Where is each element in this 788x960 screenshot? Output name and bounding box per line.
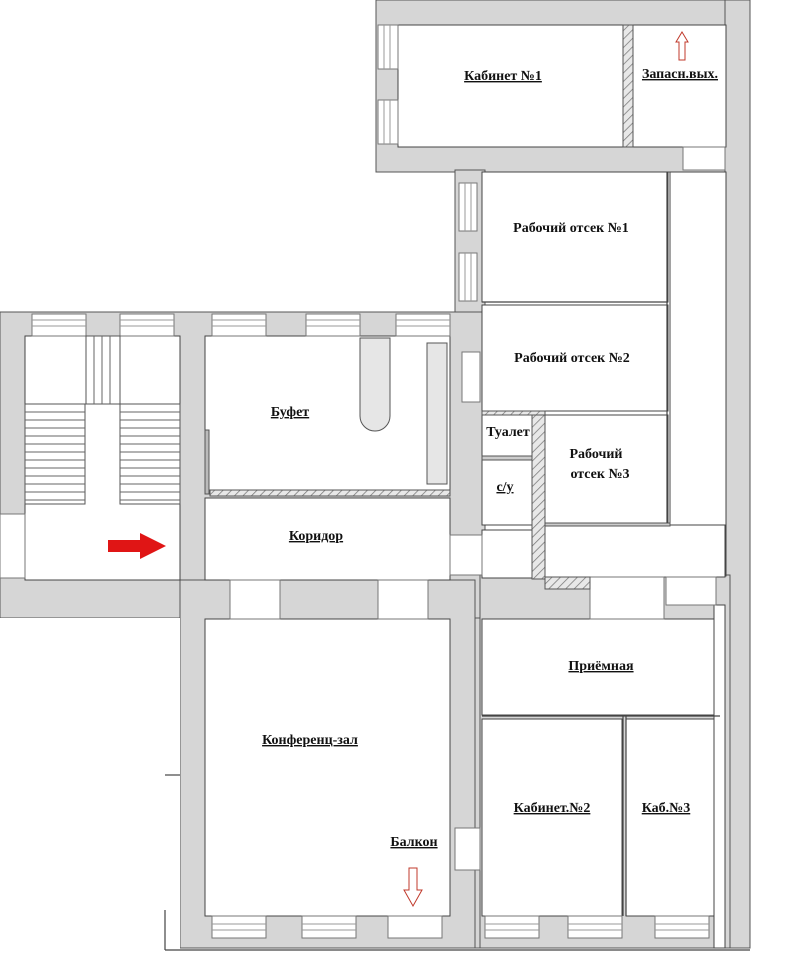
label-work-area-3-line1: Рабочий <box>569 447 622 462</box>
counter-long <box>426 342 448 485</box>
label-toilet: Туалет <box>486 425 530 440</box>
window <box>654 915 710 939</box>
room-wc <box>481 459 533 526</box>
room-right-corridor <box>669 171 727 577</box>
windows <box>0 24 726 939</box>
label-wc: с/у <box>496 480 513 495</box>
buffet-partition <box>209 489 451 497</box>
label-corridor: Коридор <box>289 529 343 544</box>
exit-up-arrow-icon <box>675 31 689 61</box>
doorway <box>665 576 717 606</box>
room-cabinet1 <box>397 24 624 148</box>
room-work-area-2 <box>481 304 669 412</box>
room-cabinet2 <box>481 718 623 917</box>
room-work-area-1 <box>481 171 669 303</box>
window <box>305 313 361 337</box>
window <box>567 915 623 939</box>
window-glazing <box>32 25 709 931</box>
label-buffet: Буфет <box>271 405 309 420</box>
room-work-area-3 <box>544 414 669 524</box>
window <box>387 915 443 939</box>
cabinet1-hatched-wall <box>622 24 634 148</box>
doorway <box>229 579 281 620</box>
window <box>211 313 267 337</box>
partitions <box>481 24 671 590</box>
counter-rounded <box>359 337 391 432</box>
doorway <box>377 579 429 620</box>
window <box>211 915 267 939</box>
wc-hatched-wall <box>531 410 546 580</box>
window <box>395 313 451 337</box>
room-conference-hall <box>204 618 451 917</box>
wc-hatched-top <box>481 410 546 416</box>
room-toilet <box>481 413 533 457</box>
room-reception <box>481 618 721 716</box>
label-reception: Приёмная <box>568 659 634 674</box>
stair-flight-right <box>119 403 181 505</box>
doorway <box>589 576 665 620</box>
label-cabinet2: Кабинет.№2 <box>514 801 591 816</box>
window <box>301 915 357 939</box>
exterior-left-lower <box>0 618 180 960</box>
window <box>454 827 481 871</box>
window <box>461 351 481 403</box>
buffet-left-jamb <box>204 429 210 495</box>
red-direction-arrow <box>108 533 166 559</box>
window <box>458 182 478 232</box>
stair-flight-left <box>24 403 86 505</box>
doorway <box>682 146 726 171</box>
window <box>458 252 478 302</box>
room-buffet <box>204 335 451 493</box>
window <box>119 313 175 337</box>
evacuation-arrow <box>108 533 166 559</box>
window <box>484 915 540 939</box>
room-right-lower-strip <box>713 604 726 949</box>
doorway <box>449 534 483 576</box>
label-conference-hall: Конференц-зал <box>262 733 358 748</box>
rooms <box>24 24 727 949</box>
label-cabinet1: Кабинет №1 <box>464 69 542 84</box>
window <box>377 24 399 70</box>
corridor-hatched-bottom <box>544 576 591 590</box>
staircase <box>24 335 181 505</box>
room-cabinet3 <box>625 718 715 917</box>
room-corridor <box>204 497 451 581</box>
window <box>377 99 399 145</box>
buffet-fixtures <box>204 337 451 497</box>
label-cabinet3: Каб.№3 <box>642 801 691 816</box>
window <box>31 313 87 337</box>
label-work-area-3-line2: отсек №3 <box>570 467 629 482</box>
stair-top-flight <box>85 335 121 405</box>
window <box>0 513 26 579</box>
room-bottom-right-corridor <box>544 524 726 578</box>
labels: Кабинет №1 Запасн.вых. Рабочий отсек №1 … <box>262 67 718 850</box>
label-work-area-2: Рабочий отсек №2 <box>514 351 630 366</box>
work-area-3-partition <box>544 522 671 527</box>
label-emergency-exit: Запасн.вых. <box>642 67 718 82</box>
balcony-down-arrow-icon <box>403 867 423 908</box>
label-balcony: Балкон <box>390 835 437 850</box>
toilet-door-partition <box>481 455 533 461</box>
label-work-area-1: Рабочий отсек №1 <box>513 221 629 236</box>
detail-lines <box>164 172 750 951</box>
